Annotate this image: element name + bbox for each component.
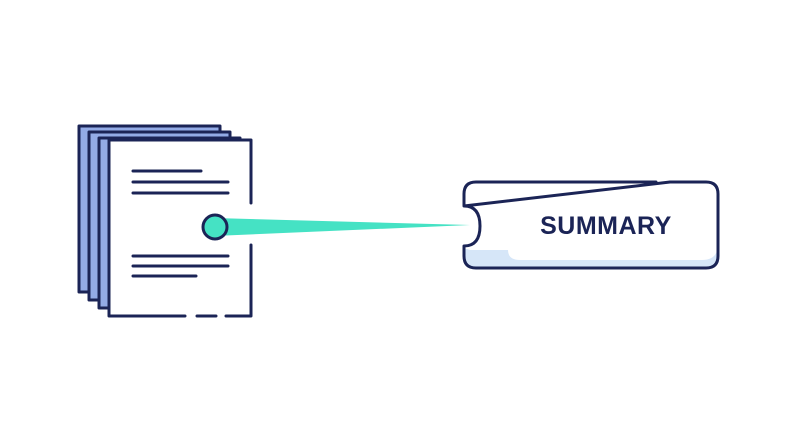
text-lines-top xyxy=(131,169,230,195)
summary-pill-outline xyxy=(462,180,720,270)
summary-pill-shadow xyxy=(464,244,718,268)
summary-pill-icon xyxy=(462,180,720,270)
connector-node-icon xyxy=(201,213,229,241)
front-page-outline xyxy=(107,138,253,318)
connector-beam xyxy=(214,218,470,236)
summary-label: SUMMARY xyxy=(540,212,672,240)
text-lines-bottom xyxy=(131,254,230,278)
